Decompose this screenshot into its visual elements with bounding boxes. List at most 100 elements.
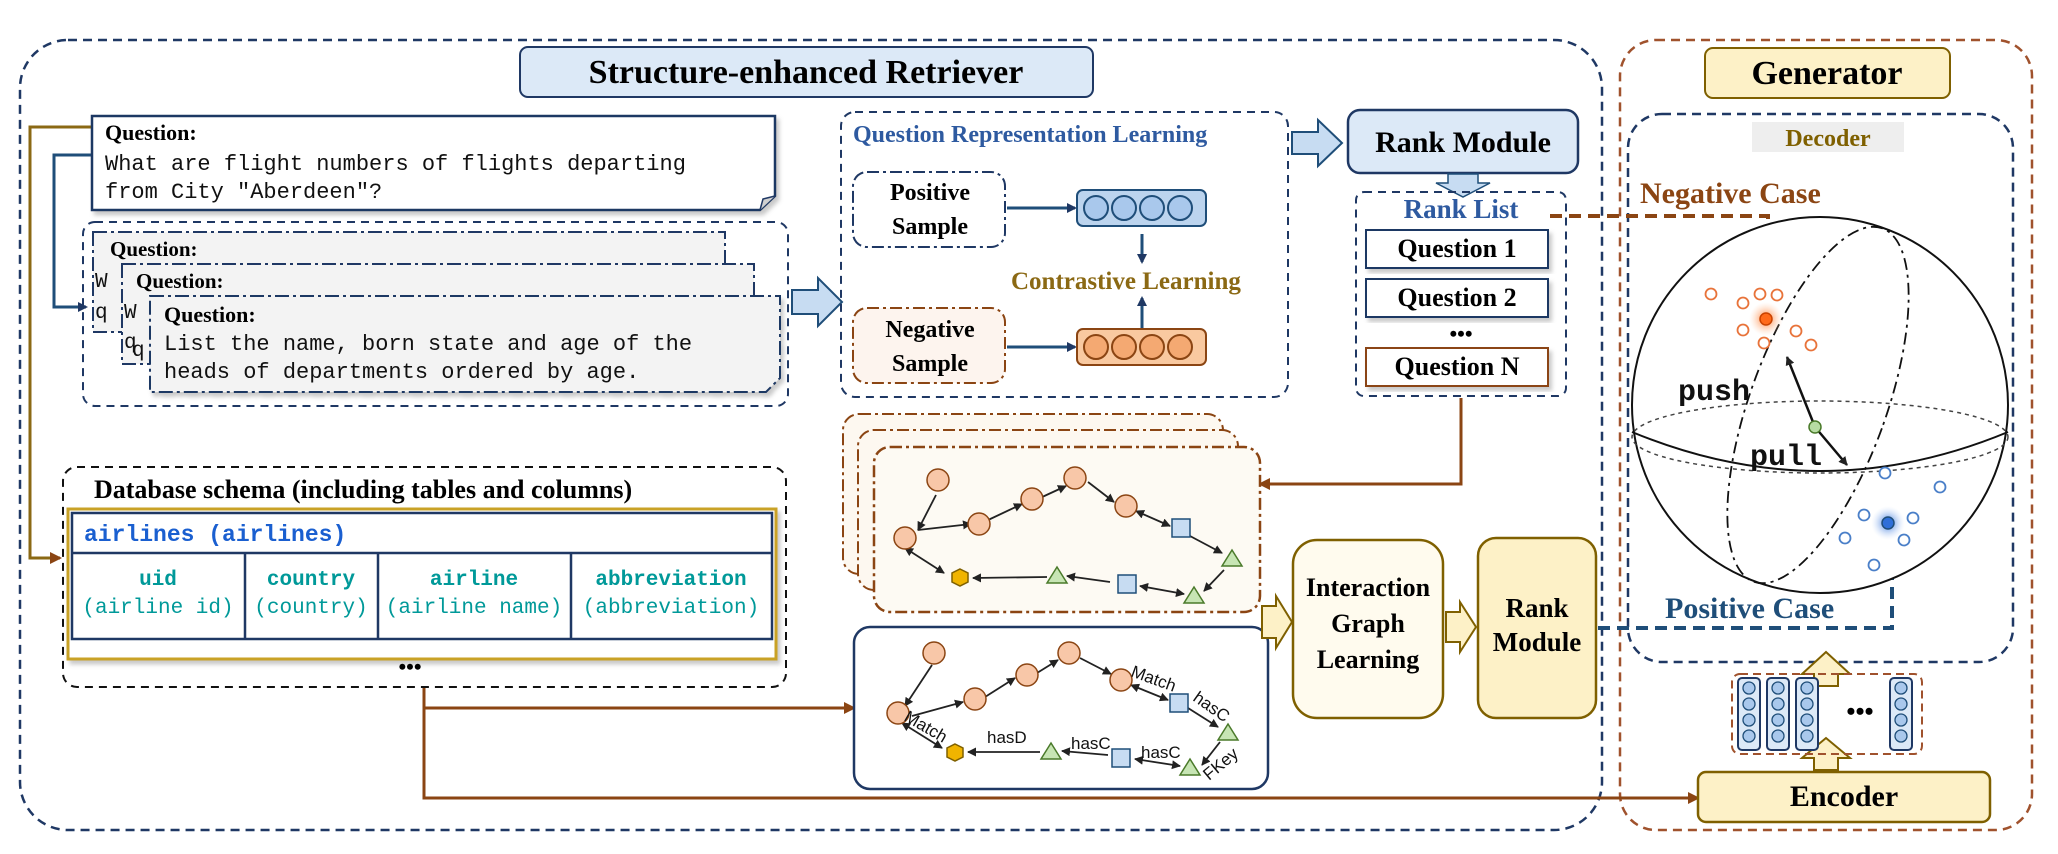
negative-point [1736, 296, 1750, 310]
question-card-front-line2: heads of departments ordered by age. [164, 360, 639, 385]
interaction-graph-learning-box [1291, 538, 1445, 720]
sphere-equator-back [1631, 400, 2009, 474]
rank-module-bottom-line1: Rank [1505, 593, 1568, 623]
negative-point [1789, 324, 1803, 338]
rank-list-title: Rank List [1404, 194, 1519, 224]
block-arrow-to-rank-module [1291, 117, 1344, 169]
positive-sample-box [852, 171, 1006, 248]
interaction-line3: Learning [1317, 645, 1420, 674]
graph-node-question-token [1109, 668, 1133, 692]
question-stack-container [82, 221, 789, 407]
query-point [1808, 420, 1822, 434]
schema-column-desc: (airline name) [386, 597, 562, 620]
rank-module-bottom [1476, 536, 1598, 720]
block-arrow-down-to-rank-list [1435, 173, 1491, 198]
graph-node-database [951, 568, 969, 587]
edge-label-hasd: hasD [987, 728, 1027, 747]
positive-vector-cell [1111, 195, 1137, 221]
upper-graph-nodes [893, 466, 1244, 604]
sphere-meridian [1726, 225, 1910, 585]
sphere-equator-front [1631, 431, 2009, 472]
positive-point [1933, 480, 1947, 494]
pull-arrow [1814, 426, 1848, 466]
upper-graph-edges [904, 481, 1225, 597]
encoder-column [1795, 677, 1819, 751]
positive-vector-cell [1167, 195, 1193, 221]
positive-point [1897, 533, 1911, 547]
positive-case-arrow [1598, 525, 1899, 630]
rank-list-item [1365, 347, 1549, 387]
negative-anchor [1759, 312, 1773, 326]
encoder-column [1889, 677, 1913, 751]
retriever-container [18, 38, 1604, 832]
encoder-box [1696, 770, 1992, 824]
lower-graph-edges [901, 657, 1221, 770]
rank-list-item-label: Question N [1395, 352, 1520, 381]
schema-title: Database schema (including tables and co… [94, 475, 632, 504]
graph-node-question-token [1114, 494, 1138, 518]
positive-point [1906, 511, 1920, 525]
negative-point [1753, 287, 1767, 301]
graph-node-question-token [926, 468, 950, 492]
negative-point [1736, 323, 1750, 337]
question-main-line2: from City "Aberdeen"? [105, 180, 382, 205]
graph-node-database [946, 743, 964, 762]
schema-container [62, 466, 787, 688]
graph-node-column [1117, 574, 1137, 594]
graph-node-question-token [1063, 466, 1087, 490]
positive-point [1838, 531, 1852, 545]
retriever-title-box [519, 46, 1094, 98]
graph-node-question-token [967, 512, 991, 536]
qrl-container [840, 111, 1289, 398]
schema-ellipsis: ••• [398, 654, 421, 679]
schema-column-desc: (abbreviation) [583, 597, 759, 620]
schema-column-desc: (country) [254, 597, 367, 620]
retriever-title: Structure-enhanced Retriever [589, 54, 1024, 91]
embedding-sphere [1631, 216, 2009, 594]
graph-stack-front [872, 445, 1262, 614]
graph-node-question-token [963, 687, 987, 711]
negative-point [1757, 336, 1771, 350]
block-arrow-to-qrl [791, 275, 844, 329]
question-card-back1-heading: Question: [110, 237, 198, 261]
schema-table [70, 511, 774, 641]
schema-column-desc: (airline id) [82, 597, 233, 620]
edge-label-hasc: hasC [1071, 734, 1111, 753]
positive-point [1878, 466, 1892, 480]
positive-anchor [1881, 516, 1895, 530]
rank-list-container [1355, 191, 1567, 397]
rank-list-ellipsis: ••• [1449, 321, 1472, 346]
positive-point [1857, 508, 1871, 522]
graph-node-table [1182, 585, 1206, 604]
negative-vector-cell [1167, 334, 1193, 360]
positive-vector-cell [1139, 195, 1165, 221]
schema-column-name: abbreviation [595, 569, 746, 592]
contrastive-learning-label: Contrastive Learning [1011, 268, 1241, 295]
pull-label: pull [1750, 441, 1822, 475]
encoder-column [1737, 677, 1761, 751]
question-card-front-heading: Question: [164, 302, 256, 327]
graph-node-table [1039, 741, 1063, 760]
question-card-front-line1: List the name, born state and age of the [164, 332, 692, 357]
rank-module-top [1346, 108, 1580, 175]
positive-case-label: Positive Case [1665, 592, 1834, 625]
rank-module-top-label: Rank Module [1375, 126, 1551, 159]
generator-title: Generator [1751, 55, 1902, 92]
schema-column-name: country [267, 569, 356, 592]
rank-module-bottom-line2: Module [1493, 627, 1582, 657]
graph-node-question-token [1015, 663, 1039, 687]
schema-to-encoder-line [422, 700, 1700, 804]
generator-title-box [1704, 47, 1951, 99]
graph-node-table [1216, 722, 1240, 741]
block-arrow-to-rank-module-bottom [1445, 598, 1478, 656]
qrl-title: Question Representation Learning [853, 122, 1207, 148]
negative-sample-line1: Negative [885, 317, 975, 343]
question-card-back2-peek-b: q [124, 332, 137, 355]
schema-to-graph-line [422, 688, 856, 714]
graph-node-question-token [922, 641, 946, 665]
schema-column-name: airline [430, 569, 518, 592]
question-card-back1-peek-b: q [95, 302, 108, 325]
encoder-label: Encoder [1790, 780, 1898, 813]
positive-sample-line2: Sample [892, 214, 968, 240]
